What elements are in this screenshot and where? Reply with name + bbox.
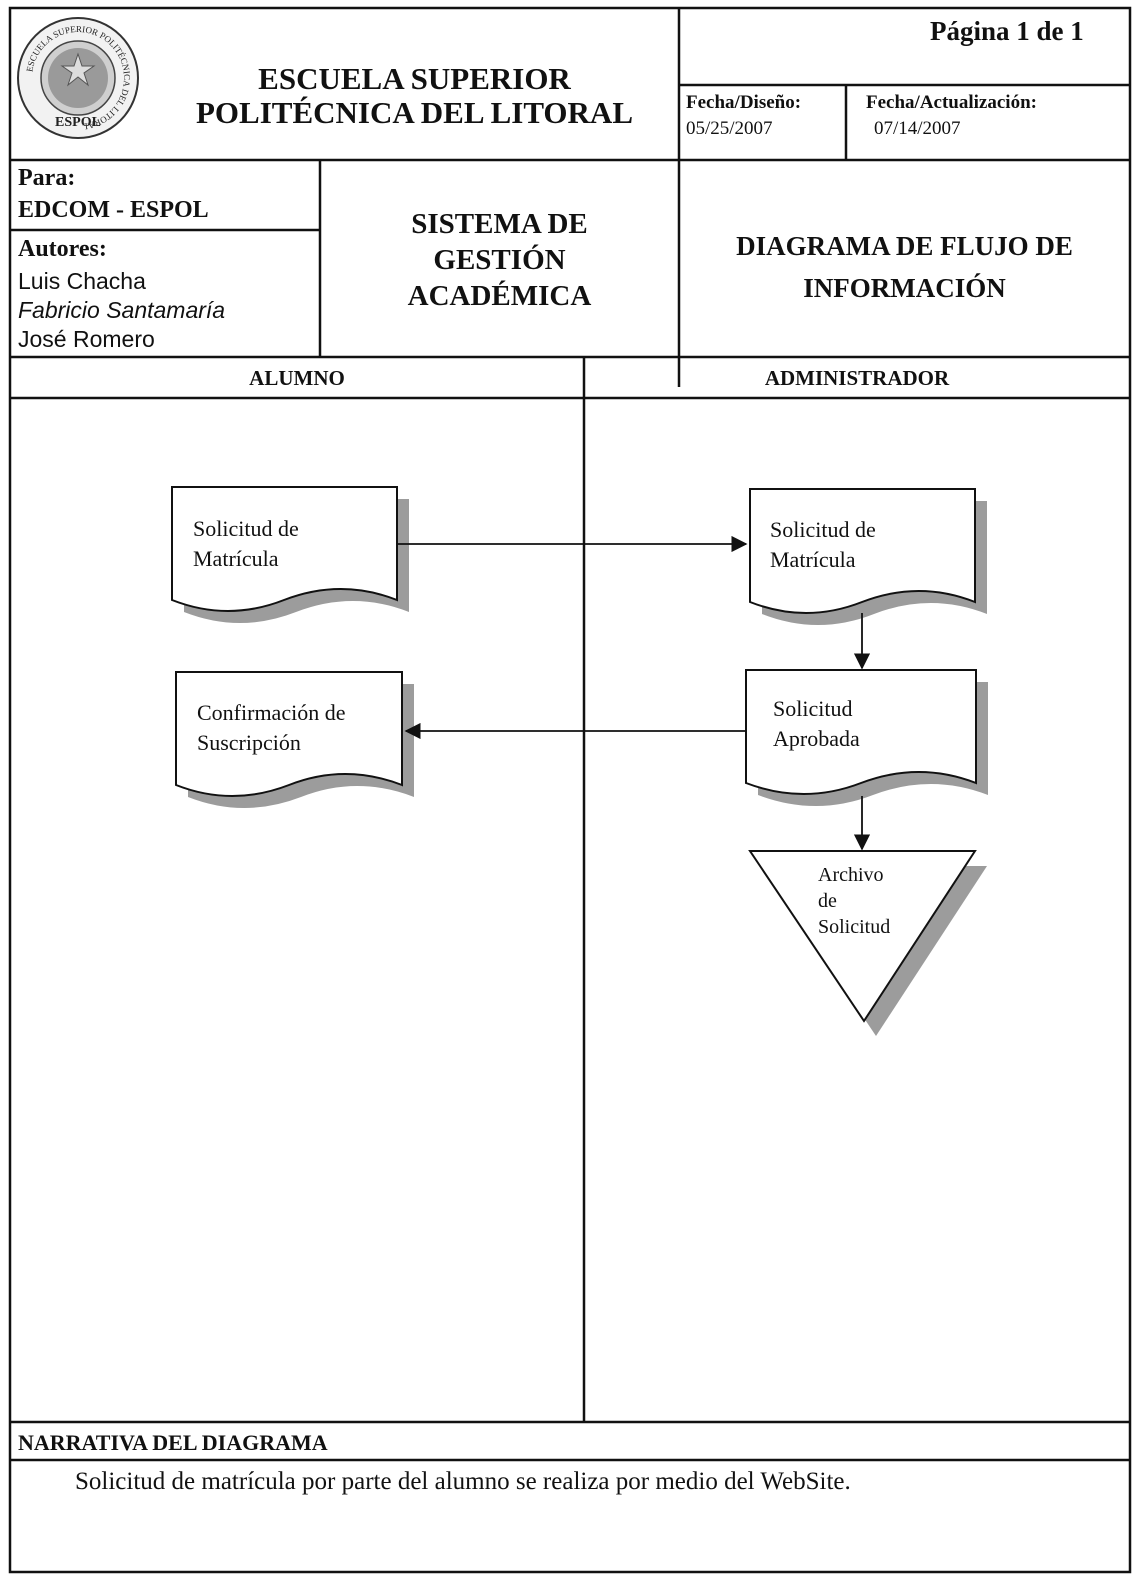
- fecha-actualizacion-value: 07/14/2007: [874, 118, 961, 139]
- node-label-admin-solicitud: Solicitud de Matrícula: [770, 517, 876, 572]
- node-label-archivo: Archivo de Solicitud: [818, 864, 891, 938]
- institution-name: ESCUELA SUPERIOR POLITÉCNICA DEL LITORAL: [196, 61, 633, 130]
- page-number: Página 1 de 1: [930, 16, 1084, 46]
- lane-header-alumno: ALUMNO: [249, 366, 345, 390]
- node-label-admin-aprobada: Solicitud Aprobada: [773, 696, 860, 751]
- espol-logo: ESCUELA SUPERIOR POLITÉCNICA DEL LITORAL…: [14, 14, 142, 142]
- diagram-title: DIAGRAMA DE FLUJO DE INFORMACIÓN: [736, 231, 1073, 303]
- para-value: EDCOM - ESPOL: [18, 197, 209, 223]
- node-alumno-solicitud: [171, 486, 409, 623]
- autores-label: Autores:: [18, 236, 107, 262]
- system-title: SISTEMA DE GESTIÓN ACADÉMICA: [407, 208, 592, 312]
- node-archivo: [748, 850, 987, 1036]
- autor: Luis Chacha: [18, 268, 146, 294]
- node-admin-aprobada: [745, 669, 988, 806]
- fecha-actualizacion-label: Fecha/Actualización:: [866, 92, 1037, 113]
- node-admin-solicitud: [749, 488, 987, 625]
- lane-header-administrador: ADMINISTRADOR: [764, 366, 950, 390]
- narrative-text: Solicitud de matrícula por parte del alu…: [75, 1468, 851, 1495]
- node-label-alumno-confirmacion: Confirmación de Suscripción: [197, 700, 346, 755]
- narrative-title: NARRATIVA DEL DIAGRAMA: [18, 1430, 328, 1455]
- node-alumno-confirmacion: [175, 671, 414, 808]
- para-label: Para:: [18, 165, 76, 191]
- autores-list: Luis Chacha Fabricio Santamaría José Rom…: [18, 267, 225, 354]
- fecha-diseno-label: Fecha/Diseño:: [686, 92, 802, 113]
- autor: José Romero: [18, 326, 155, 352]
- fecha-diseno-value: 05/25/2007: [686, 118, 773, 139]
- svg-text:ESPOL: ESPOL: [55, 115, 101, 130]
- node-label-alumno-solicitud: Solicitud de Matrícula: [193, 516, 299, 571]
- autor: Fabricio Santamaría: [18, 297, 226, 323]
